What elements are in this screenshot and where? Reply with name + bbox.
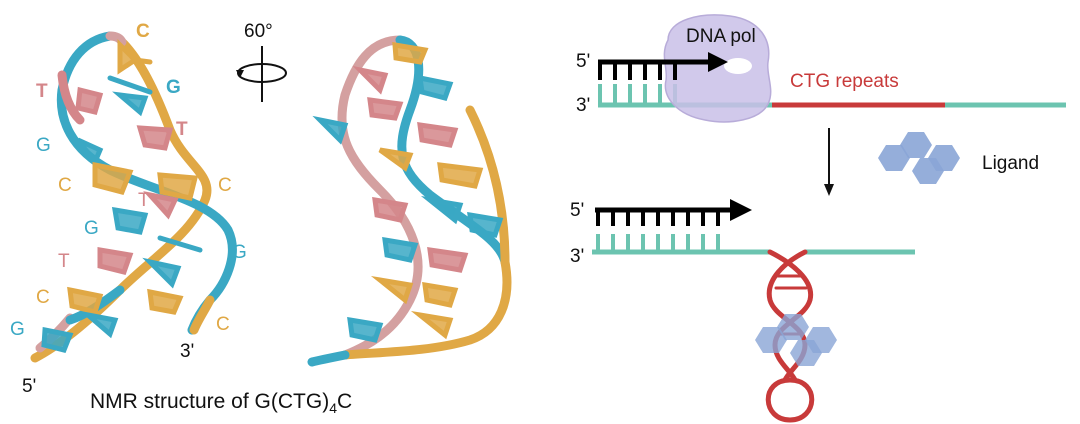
label-t-mid: T — [138, 190, 150, 211]
label-c-top: C — [136, 21, 150, 42]
bottom-5prime-label: 5' — [570, 200, 584, 221]
ligand-label: Ligand — [982, 153, 1039, 174]
backbone-strand-pink — [105, 31, 127, 47]
label-t-left1: T — [36, 81, 48, 102]
label-c-left2: C — [36, 287, 50, 308]
backbone-rotated-pink — [337, 35, 423, 360]
label-g-left1: G — [36, 135, 51, 156]
label-c-left1: C — [58, 175, 72, 196]
backbone-segment-tan — [189, 295, 215, 335]
bound-ligand-icon — [755, 314, 837, 366]
structure-caption: NMR structure of G(CTG)4C — [90, 390, 352, 416]
ctg-repeats-label: CTG repeats — [790, 71, 899, 92]
rotation-angle: 60° — [244, 21, 273, 42]
bottom-template-ticks — [596, 234, 720, 251]
hairpin-rotated-view — [307, 35, 512, 367]
caption-subscript: 4 — [329, 400, 337, 416]
label-5prime: 5' — [22, 376, 36, 397]
label-g-bottom: G — [10, 319, 25, 340]
rotation-arrowhead-icon — [236, 70, 244, 78]
label-t-right1: T — [176, 119, 188, 140]
process-arrow — [824, 128, 834, 196]
backbone-rotated-blue2 — [307, 350, 350, 367]
bases-rotated — [312, 42, 504, 343]
bases-front — [41, 38, 203, 353]
polymerase-cleft — [724, 58, 752, 74]
scheme-bottom: 5' 3' — [570, 199, 915, 423]
bottom-primer-arrowhead — [730, 199, 752, 221]
rotation-symbol: 60° — [236, 21, 287, 102]
label-c-right1: C — [218, 175, 232, 196]
top-primer-ticks — [598, 62, 677, 80]
label-3prime: 3' — [180, 341, 194, 362]
label-g-top: G — [166, 77, 181, 98]
scheme-top: 5' 3' DNA pol CTG repeats — [576, 14, 1066, 123]
caption-end: C — [337, 390, 352, 413]
top-3prime-label: 3' — [576, 95, 590, 116]
ligand-icon — [878, 132, 960, 184]
dna-polymerase-shape — [663, 14, 772, 123]
dna-pol-label: DNA pol — [686, 26, 756, 47]
top-template-ticks — [598, 84, 677, 104]
label-g-right2: G — [232, 242, 247, 263]
backbone-rotated-tan2 — [465, 105, 510, 267]
bottom-3prime-label: 3' — [570, 246, 584, 267]
top-5prime-label: 5' — [576, 51, 590, 72]
top-primer-arrowhead — [708, 52, 728, 72]
hairpin-front-view: C T G T G C C T G T G C G C 3' 5' — [10, 21, 247, 397]
label-t-left2: T — [58, 251, 70, 272]
bottom-primer-ticks — [596, 210, 720, 226]
caption-main: NMR structure of G(CTG) — [90, 390, 329, 413]
label-g-left2: G — [84, 218, 99, 239]
label-c-right2: C — [216, 314, 230, 335]
backbone-segment-pink — [57, 70, 85, 125]
backbone-rotated-tan — [340, 257, 512, 360]
